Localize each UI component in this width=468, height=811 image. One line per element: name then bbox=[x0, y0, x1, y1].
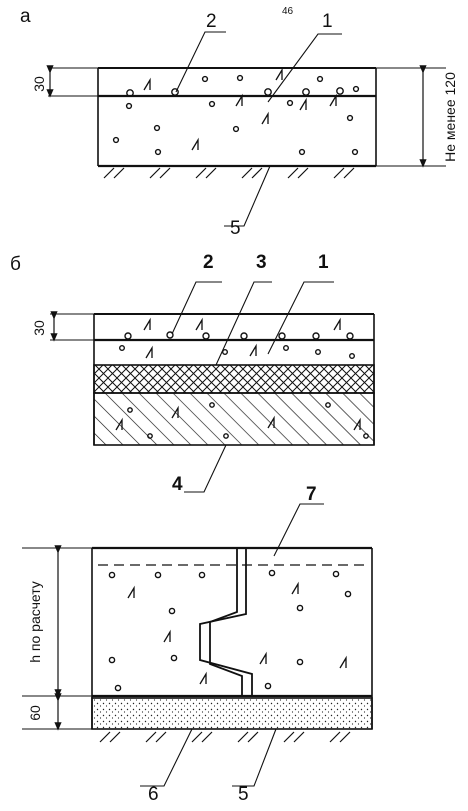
panel-c-aggregate bbox=[108, 569, 352, 692]
panel-b-callout-4: 4 bbox=[172, 474, 183, 495]
panel-b-base-layer bbox=[93, 392, 375, 446]
panel-c-stone-marks bbox=[127, 581, 347, 685]
panel-c-callout-5: 5 bbox=[238, 784, 249, 805]
panel-c-ground-hatch bbox=[99, 731, 351, 743]
panel-c-dim-bottom: 60 bbox=[27, 705, 43, 721]
panel-a-callout-5: 5 bbox=[230, 218, 241, 239]
panel-c-callout-7: 7 bbox=[306, 484, 317, 505]
panel-c-callout-6: 6 bbox=[148, 784, 159, 805]
panel-a-callout-2: 2 bbox=[206, 11, 217, 32]
panel-b-callout-1: 1 bbox=[318, 252, 329, 273]
panel-a-letter: а bbox=[20, 6, 31, 27]
panel-a-ground-hatch bbox=[103, 167, 355, 179]
page-stamp: 46 bbox=[282, 6, 294, 17]
panel-b: б 30 2 3 bbox=[10, 252, 375, 495]
panel-b-insulation-layer bbox=[93, 364, 375, 394]
panel-b-dim-top: 30 bbox=[31, 320, 47, 336]
panel-b-callout-2: 2 bbox=[203, 252, 214, 273]
panel-a-stone-marks bbox=[143, 67, 337, 151]
panel-b-aggregate bbox=[118, 331, 369, 439]
panel-a-dim-top: 30 bbox=[31, 76, 47, 92]
panel-c-sand-layer bbox=[91, 697, 373, 730]
panel-c-dim-height: h по расчету bbox=[27, 581, 43, 663]
panel-a: а 46 30 bbox=[20, 6, 458, 239]
panel-b-letter: б bbox=[10, 254, 21, 275]
panel-b-stone-marks bbox=[115, 317, 361, 431]
panel-a-dim-right: Не менее 120 bbox=[442, 72, 458, 162]
panel-b-callout-3: 3 bbox=[256, 252, 267, 273]
panel-a-aggregate bbox=[112, 74, 360, 156]
panel-a-callout-1: 1 bbox=[322, 11, 333, 32]
panel-c-joint bbox=[209, 548, 243, 696]
panel-c: h по расчету 60 7 6 5 bbox=[22, 484, 373, 805]
